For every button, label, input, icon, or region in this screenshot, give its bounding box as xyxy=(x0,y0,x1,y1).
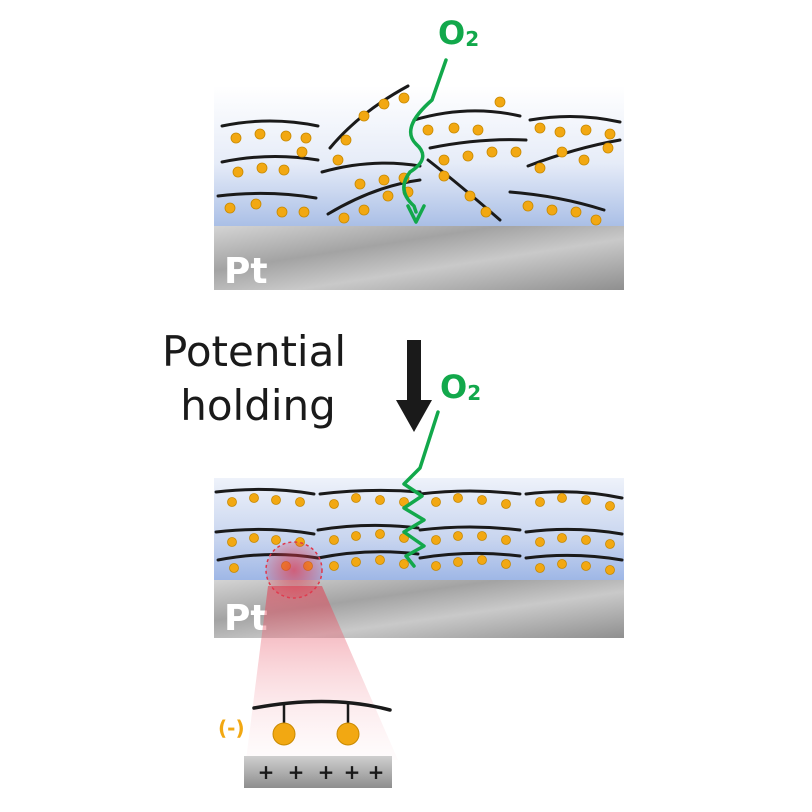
o2-diffusion-path-top xyxy=(402,58,448,214)
sulfonate-beads-bottom xyxy=(227,493,615,575)
charge-label: (-) xyxy=(218,716,245,740)
process-label-line2: holding xyxy=(180,381,336,430)
process-step: Potential holding xyxy=(162,327,432,432)
surface-charges: + + + + + xyxy=(258,760,385,784)
o2-label-bottom: O2 xyxy=(440,368,481,406)
process-label-line1: Potential xyxy=(162,327,346,376)
o2-arrowhead-top xyxy=(406,204,426,224)
zoom-inset: (-) + + + + + xyxy=(218,586,398,788)
surface-charge: + xyxy=(344,760,361,784)
o2-diffusion-path-bottom xyxy=(402,410,440,568)
polymer-chains-bottom xyxy=(214,487,624,562)
process-arrowhead xyxy=(396,400,432,432)
pt-label-bottom: Pt xyxy=(224,598,268,639)
o2-label-top: O2 xyxy=(438,14,479,52)
inset-platinum-surface xyxy=(244,756,392,788)
sulfonate-beads-top xyxy=(224,92,616,226)
polymer-chains-top xyxy=(216,84,622,222)
surface-charge: + xyxy=(368,760,385,784)
surface-charge: + xyxy=(318,760,335,784)
top-panel: Pt xyxy=(214,14,624,292)
surface-charge: + xyxy=(288,760,305,784)
surface-charge: + xyxy=(258,760,275,784)
inset-sulfonate-bead-2 xyxy=(336,722,360,746)
process-arrow-shaft xyxy=(407,340,421,404)
inset-sulfonate-bead-1 xyxy=(272,722,296,746)
inset-polymer-chain xyxy=(252,699,392,712)
pt-label-top: Pt xyxy=(224,251,268,292)
platinum-substrate-top xyxy=(214,226,624,290)
